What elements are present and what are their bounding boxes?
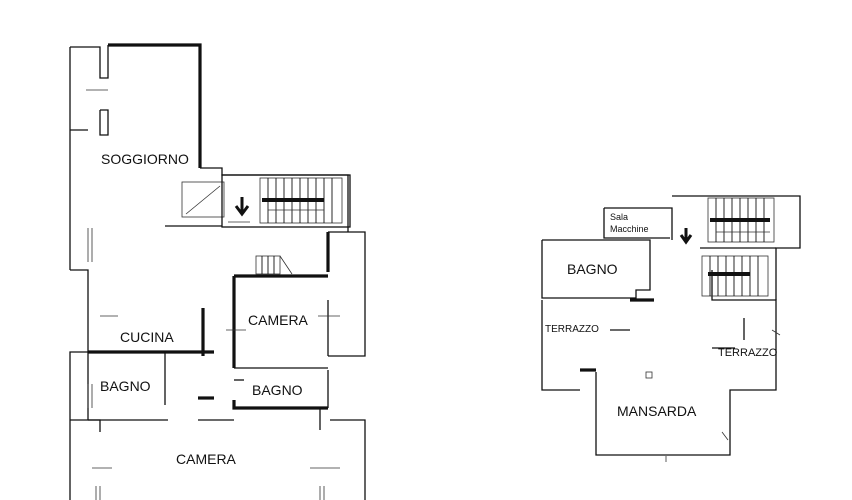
down-arrow-icon [679, 228, 693, 245]
room-label-soggiorno: SOGGIORNO [101, 151, 189, 167]
staircase-left [259, 177, 343, 224]
room-label-bagno-1: BAGNO [100, 378, 151, 394]
right-floor-plan [541, 195, 801, 462]
room-label-macchine: Macchine [610, 224, 649, 234]
staircase-right-lower [701, 255, 769, 297]
down-arrow-icon [234, 197, 250, 217]
room-label-mansarda: MANSARDA [617, 403, 697, 419]
room-label-camera-2: CAMERA [176, 451, 237, 467]
room-label-cucina: CUCINA [120, 329, 174, 345]
room-label-camera-1: CAMERA [248, 312, 309, 328]
staircase-right-upper [707, 197, 775, 243]
left-floor-plan [69, 43, 366, 500]
room-label-sala: Sala [610, 212, 628, 222]
room-label-terrazzo-left: TERRAZZO [545, 324, 599, 335]
room-label-terrazzo-right: TERRAZZO [718, 347, 778, 359]
room-label-bagno-right: BAGNO [567, 261, 618, 277]
room-label-bagno-2: BAGNO [252, 382, 303, 398]
